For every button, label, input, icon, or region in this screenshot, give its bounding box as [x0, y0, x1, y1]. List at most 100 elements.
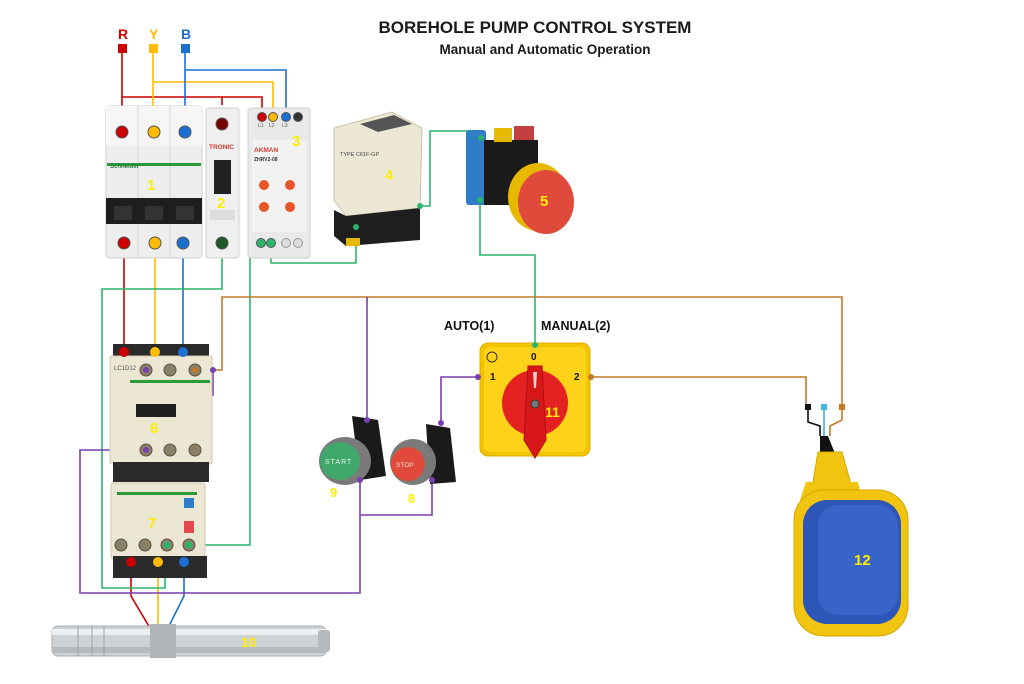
- component-number-10: 10: [241, 634, 257, 650]
- phase-square-b: [181, 44, 190, 53]
- breaker1-terminal-y-bottom: [148, 236, 162, 250]
- wire-purple-start-stop: [360, 480, 433, 516]
- wire-purple-stop-selector: [440, 376, 477, 423]
- contactor-terminal-14: [143, 447, 149, 453]
- contactor-model: LC1D12: [114, 366, 137, 372]
- relay3-terminal-l2: [268, 112, 278, 122]
- breaker1-terminal-r-top: [115, 125, 129, 139]
- selector-position-0: 0: [531, 352, 537, 363]
- stop-button-label: STOP: [396, 462, 414, 469]
- component-number-7: 7: [148, 515, 156, 532]
- component-number-1: 1: [147, 177, 155, 194]
- phase-label-b: B: [181, 26, 191, 42]
- relay4-model: TYPE C61F-GP: [340, 152, 379, 158]
- phase-terminal-b: B: [181, 26, 191, 53]
- relay3-model: ZHRV2-08: [254, 157, 278, 163]
- relay3-terminal-l3: [281, 112, 291, 122]
- thermal-overload-relay: 7: [110, 482, 207, 578]
- phase-square-y: [149, 44, 158, 53]
- stop-terminal-top: [438, 420, 444, 426]
- estop-terminal-out: [477, 197, 483, 203]
- start-terminal-bottom: [357, 477, 363, 483]
- component-number-6: 6: [150, 420, 158, 437]
- selector-position-1: 1: [490, 372, 496, 383]
- overload-terminal-96: [185, 541, 193, 549]
- overload-terminal-95: [163, 541, 171, 549]
- contactor-terminal-13: [143, 367, 149, 373]
- wire-green-estop-selector: [479, 200, 536, 345]
- component-number-4: 4: [385, 167, 394, 184]
- contactor-terminal-y: [150, 347, 160, 357]
- component-number-3: 3: [292, 133, 300, 150]
- selector-terminal-1: [475, 374, 481, 380]
- wire-float-black: [807, 410, 821, 436]
- breaker2-terminal-top: [215, 117, 229, 131]
- selector-label-manual: MANUAL(2): [541, 319, 610, 333]
- breaker1-terminal-y-top: [147, 125, 161, 139]
- selector-knob-handle[interactable]: [523, 365, 547, 459]
- stop-terminal-bottom: [429, 477, 435, 483]
- overload-terminal-y: [153, 557, 163, 567]
- circuit-breaker-3pole: Schneider 1: [105, 105, 203, 259]
- relay3-brand: AKMAN: [254, 147, 278, 154]
- wire-orange-selector-float: [591, 376, 807, 406]
- relay3-terminal-out1: [256, 238, 266, 248]
- float-connector-black: [805, 404, 811, 410]
- component-number-11: 11: [545, 404, 560, 420]
- relay4-terminal-estop: [417, 203, 423, 209]
- component-number-8: 8: [408, 491, 415, 506]
- diagram-subtitle: Manual and Automatic Operation: [439, 42, 651, 57]
- wire-r-to-breaker2: [122, 96, 223, 105]
- contactor-terminal-b: [178, 347, 188, 357]
- wire-b-to-relay3: [185, 69, 287, 117]
- relay3-l1-label: L1: [258, 123, 264, 129]
- breaker2-terminal-bottom: [215, 236, 229, 250]
- breaker1-terminal-b-bottom: [176, 236, 190, 250]
- start-terminal-top: [364, 417, 370, 423]
- start-button[interactable]: START 9: [319, 416, 386, 500]
- component-number-12: 12: [854, 552, 871, 569]
- wire-float-brown: [829, 410, 843, 436]
- phase-label-r: R: [118, 26, 128, 42]
- stop-button[interactable]: STOP 8: [390, 420, 456, 506]
- phase-square-r: [118, 44, 127, 53]
- phase-terminal-y: Y: [149, 26, 159, 53]
- start-button-label: START: [325, 459, 352, 466]
- relay4-terminal-supply: [353, 224, 359, 230]
- submersible-pump: 10: [51, 624, 330, 658]
- wire-purple-start-bottom: [79, 449, 361, 594]
- level-control-relay: TYPE C61F-GP 4: [333, 111, 423, 246]
- svg-text:TRONIC: TRONIC: [209, 144, 234, 151]
- selector-terminal-0: [532, 342, 538, 348]
- component-number-9: 9: [330, 485, 337, 500]
- relay3-terminal-l1: [257, 112, 267, 122]
- phase-label-y: Y: [149, 26, 159, 42]
- float-switch: 12: [793, 404, 909, 637]
- contactor-lc1d12: LC1D12 6: [109, 344, 216, 482]
- brand-logo-icon: [486, 351, 498, 363]
- selector-position-2: 2: [574, 372, 580, 383]
- circuit-breaker-tronic: TRONIC 2: [205, 107, 240, 259]
- float-connector-brown: [839, 404, 845, 410]
- selector-switch[interactable]: AUTO(1) MANUAL(2) 0 1 2 11: [444, 319, 610, 459]
- estop-terminal-in: [478, 135, 484, 141]
- contactor-terminal-a1: [192, 367, 198, 373]
- overload-terminal-r: [126, 557, 136, 567]
- component-number-5: 5: [540, 193, 548, 210]
- relay3-terminal-out2: [266, 238, 276, 248]
- float-connector-cyan: [821, 404, 827, 410]
- breaker1-terminal-b-top: [178, 125, 192, 139]
- selector-terminal-2: [588, 374, 594, 380]
- wire-green-breaker2-loop: [101, 243, 223, 589]
- overload-terminal-b: [179, 557, 189, 567]
- wire-y-to-relay3: [153, 81, 274, 117]
- phase-terminal-r: R: [118, 26, 128, 53]
- emergency-stop-button[interactable]: 5: [466, 126, 574, 234]
- breaker1-terminal-r-bottom: [117, 236, 131, 250]
- selector-label-auto: AUTO(1): [444, 319, 494, 333]
- contactor-terminal-r: [119, 347, 129, 357]
- relay3-l3-label: L3: [282, 123, 288, 129]
- diagram-title: BOREHOLE PUMP CONTROL SYSTEM: [378, 18, 692, 37]
- component-number-2: 2: [217, 195, 225, 212]
